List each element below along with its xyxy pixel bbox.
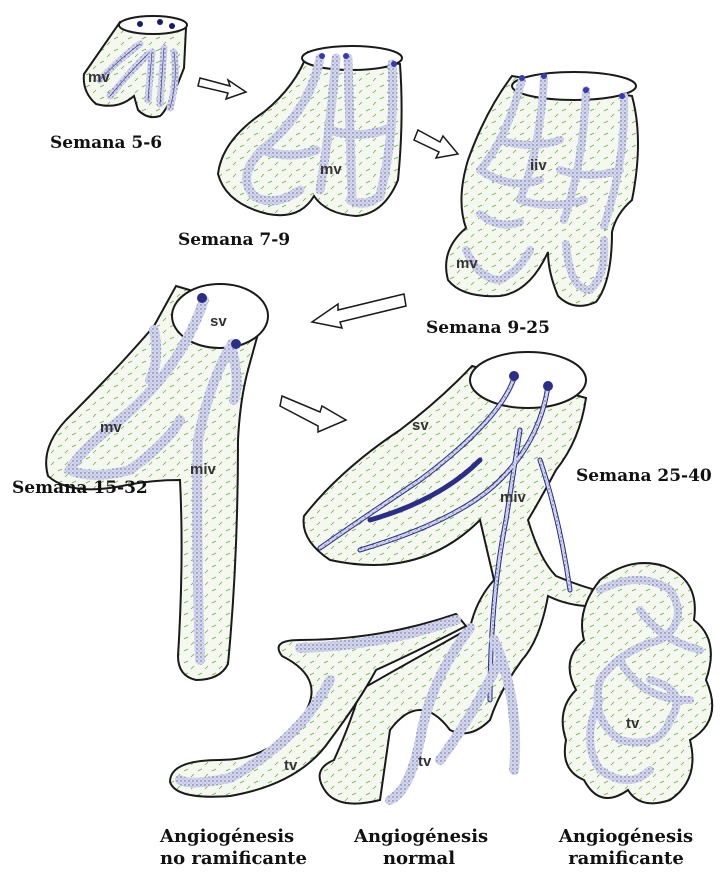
stage-label-week-7-9: Semana 7-9 [178, 230, 290, 250]
caption-no-ramificante-line2: no ramificante [160, 848, 290, 870]
caption-ramificante-line1: Angiogénesis [556, 826, 696, 848]
caption-ramificante-line2: ramificante [556, 848, 696, 870]
caption-normal-line1: Angiogénesis [354, 826, 484, 848]
arrow-1 [198, 78, 246, 99]
vessel-label-mv-3: mv [456, 255, 478, 272]
vessel-label-tv-2: tv [418, 753, 432, 770]
caption-normal-line2: normal [354, 848, 484, 870]
vessel-label-mv-1: mv [88, 69, 110, 86]
caption-ramificante: Angiogénesis ramificante [556, 826, 696, 870]
arrow-2 [414, 130, 458, 158]
stage-label-week-15-32: Semana 15-32 [12, 478, 148, 498]
vessel-label-sv-2: sv [412, 417, 429, 434]
villus-week-5-6 [84, 16, 187, 117]
vessel-label-tv-1: tv [284, 757, 298, 774]
arrow-4 [280, 396, 346, 432]
vessel-label-iiv: iiv [530, 157, 547, 174]
caption-normal: Angiogénesis normal [354, 826, 484, 870]
vessel-label-mv-2: mv [320, 161, 342, 178]
caption-no-ramificante-line1: Angiogénesis [160, 826, 290, 848]
stage-label-week-9-25: Semana 9-25 [426, 318, 550, 338]
villus-week-25-40 [170, 352, 712, 804]
vessel-label-mv-4: mv [100, 419, 122, 436]
stage-label-week-25-40: Semana 25-40 [576, 466, 712, 486]
vessel-label-sv-1: sv [210, 313, 227, 330]
caption-no-ramificante: Angiogénesis no ramificante [160, 826, 290, 870]
vessel-label-miv-2: miv [500, 489, 527, 506]
stage-label-week-5-6: Semana 5-6 [50, 133, 162, 153]
villus-week-7-9 [218, 46, 402, 216]
vessel-label-miv-1: miv [190, 461, 217, 478]
arrow-3 [312, 294, 406, 328]
vessel-label-tv-3: tv [626, 715, 640, 732]
